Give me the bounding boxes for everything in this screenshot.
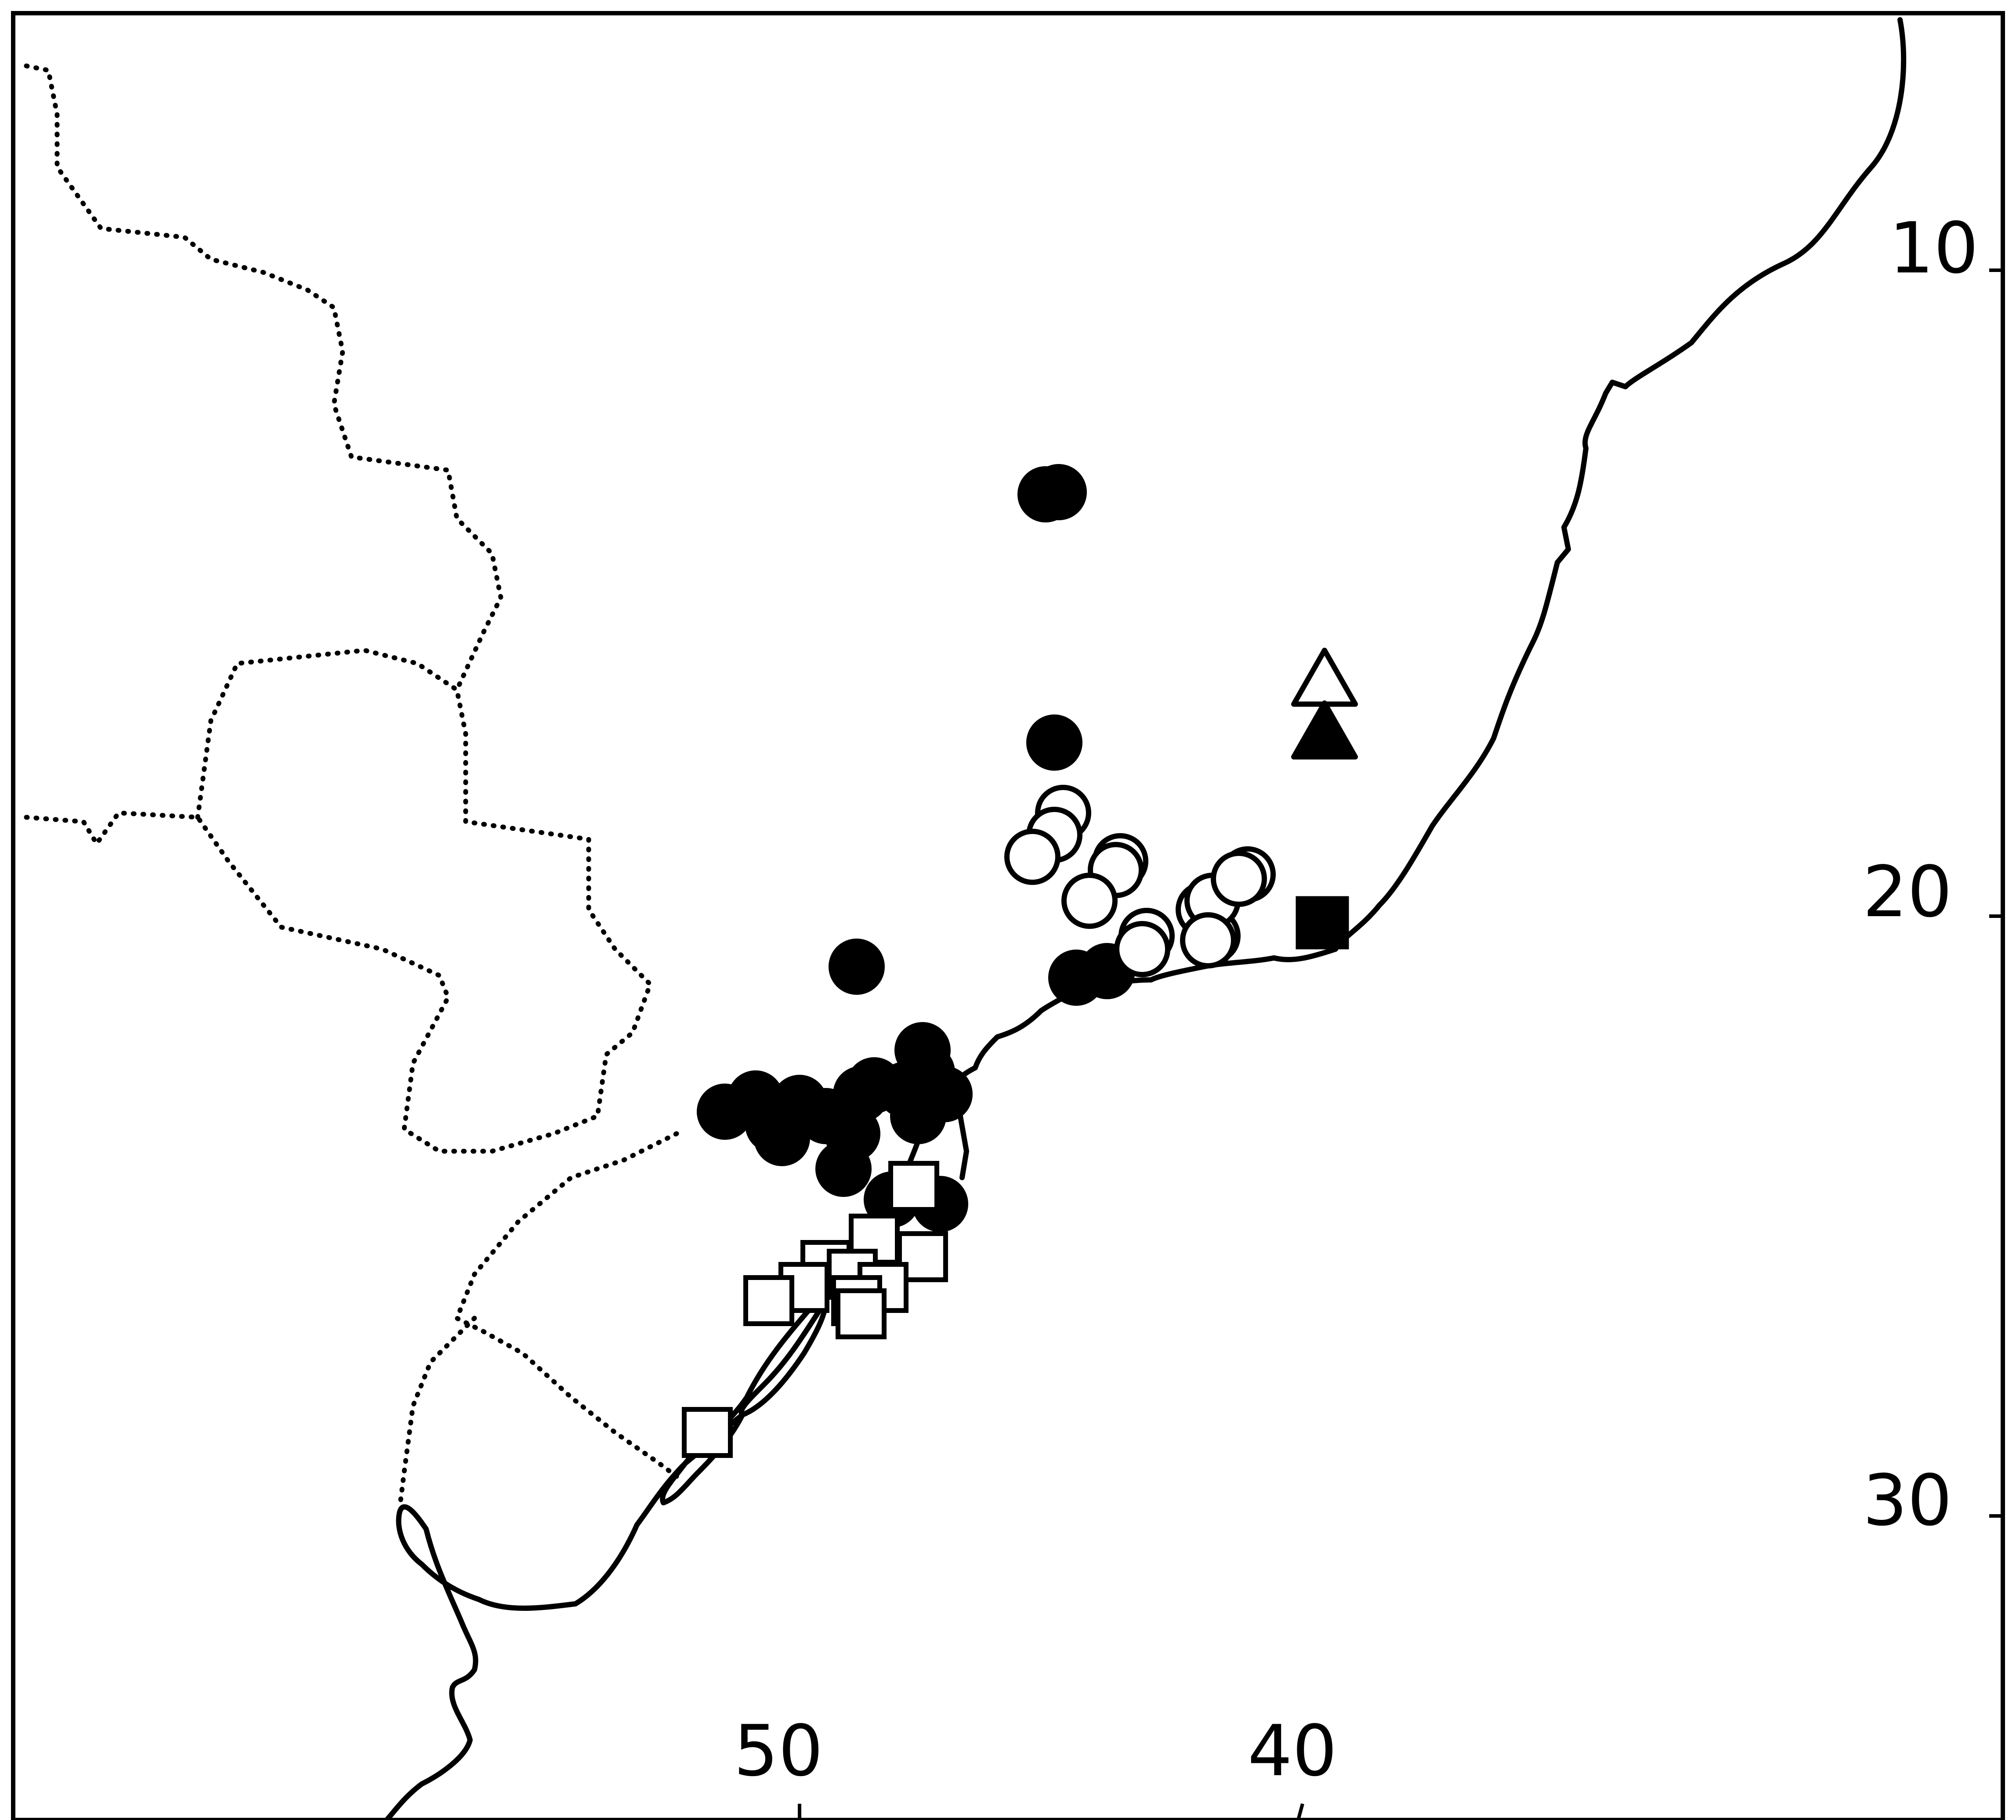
- open-circle-markers: [1004, 785, 1276, 977]
- filled-circle-marker: [1031, 464, 1087, 520]
- tick-label-lon-40: 40: [1248, 1710, 1337, 1792]
- border-southwest: [397, 1316, 477, 1510]
- filled-circle-marker: [829, 939, 885, 995]
- filled-circle-marker: [754, 1110, 810, 1166]
- tick-label-lat-20: 20: [1863, 851, 1952, 933]
- border-central: [24, 648, 653, 1154]
- border-north: [24, 63, 503, 692]
- tick-label-lat-30: 30: [1863, 1459, 1952, 1541]
- tick-label-lat-10: 10: [1889, 207, 1979, 289]
- map-border-frame: [11, 11, 2005, 1820]
- open-circle-marker: [1061, 873, 1118, 929]
- open-square-marker: [888, 1161, 939, 1212]
- open-circle-marker: [1114, 921, 1170, 977]
- filled-circle-marker: [815, 1141, 872, 1197]
- open-circle-marker: [1180, 912, 1236, 968]
- open-square-marker: [743, 1275, 794, 1326]
- tick-lon-40: [1296, 1803, 1304, 1820]
- open-square-marker: [682, 1407, 733, 1458]
- coastline: [384, 17, 1907, 1820]
- filled-square-markers: [1296, 896, 1349, 950]
- open-circle-marker: [1211, 851, 1267, 907]
- triangle-markers: [1291, 648, 1358, 760]
- open-square-marker: [778, 1262, 829, 1313]
- open-square-markers: [682, 1161, 948, 1458]
- filled-circle-marker: [890, 1088, 946, 1144]
- filled-triangle-marker: [1291, 700, 1358, 760]
- filled-square-marker: [1296, 896, 1349, 950]
- filled-circle-marker: [1026, 714, 1082, 771]
- tick-label-lon-50: 50: [734, 1710, 823, 1792]
- lagoon-long: [738, 1298, 829, 1418]
- open-square-marker: [836, 1288, 887, 1339]
- open-triangle-marker: [1291, 648, 1358, 707]
- open-circle-marker: [1004, 829, 1060, 885]
- border-south: [454, 1131, 679, 1479]
